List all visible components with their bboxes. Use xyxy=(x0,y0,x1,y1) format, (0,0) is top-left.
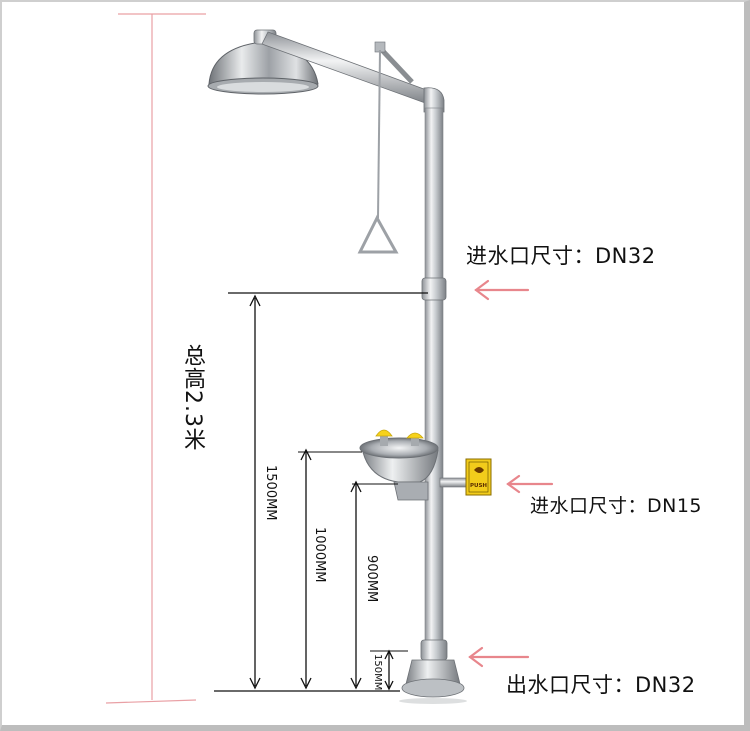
inlet-top-label: 进水口尺寸：DN32 xyxy=(466,244,656,268)
pointer-arrows xyxy=(468,279,554,668)
total-height-dimension xyxy=(105,13,206,704)
arrow-inlet-mid xyxy=(506,474,554,494)
lower-coupling xyxy=(420,639,448,661)
eyewash-bowl xyxy=(359,429,439,501)
arrow-outlet xyxy=(468,646,530,668)
shower-head xyxy=(207,29,319,95)
dim-label-150: 150MM xyxy=(372,654,383,691)
total-height-label: 总高2.3米 xyxy=(180,344,205,451)
dimension-lines xyxy=(214,292,428,692)
arrow-900-bottom xyxy=(350,677,362,690)
arrow-150-top xyxy=(384,649,394,660)
total-bottom-tick xyxy=(105,699,197,704)
arrow-inlet-top xyxy=(474,279,530,301)
support-strut xyxy=(378,46,414,84)
main-pipe xyxy=(424,107,444,659)
dim-label-1000: 1000MM xyxy=(312,527,327,583)
outlet-label: 出水口尺寸：DN32 xyxy=(506,673,696,697)
dim-label-1500: 1500MM xyxy=(263,465,278,521)
upper-coupling xyxy=(421,277,447,301)
pull-handle xyxy=(357,49,399,254)
floor-base xyxy=(399,659,467,704)
inlet-mid-label: 进水口尺寸：DN15 xyxy=(530,495,703,517)
yellow-cap-right xyxy=(406,432,424,439)
arrow-1000-bottom xyxy=(300,677,312,690)
push-sign-label: PUSH xyxy=(470,483,487,489)
arrow-900-top xyxy=(350,480,362,493)
pipe-elbow xyxy=(423,87,445,113)
arrow-150-bottom xyxy=(384,680,394,691)
arrow-1500-top xyxy=(249,294,261,307)
arrow-1500-bottom xyxy=(249,677,261,690)
yellow-cap-left xyxy=(375,429,393,437)
push-sign xyxy=(465,458,492,496)
arrow-1000-top xyxy=(300,448,312,461)
dim-label-900: 900MM xyxy=(364,555,379,603)
valve-stem xyxy=(439,477,467,488)
